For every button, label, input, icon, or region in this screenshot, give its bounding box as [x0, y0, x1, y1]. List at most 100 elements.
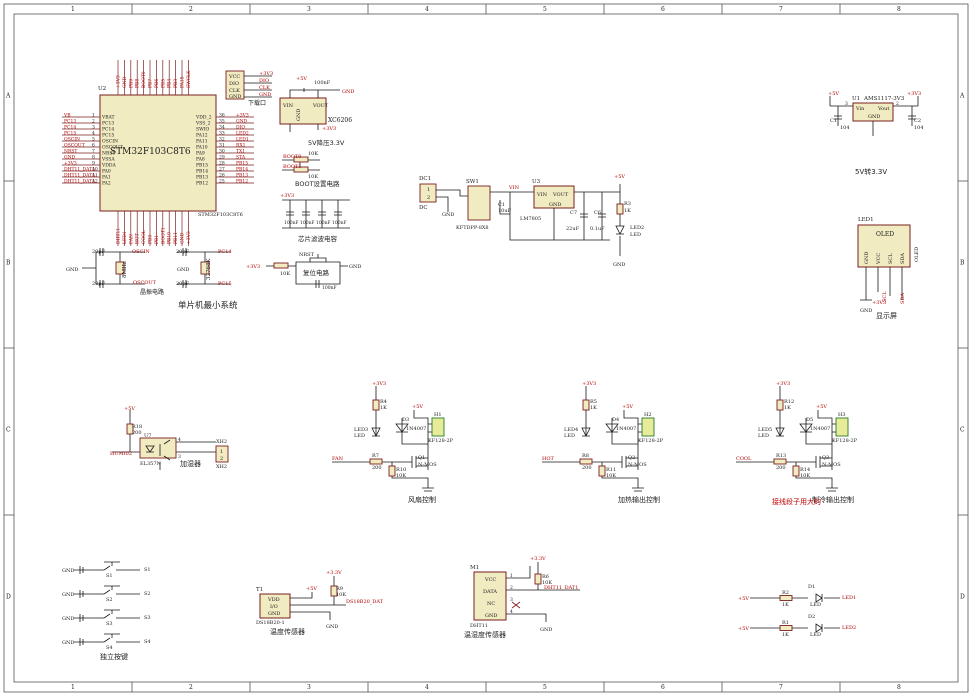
ds-pin-gnd: GND — [268, 611, 280, 617]
fan-mos: Q1 — [418, 455, 425, 461]
fan-led-icon — [371, 427, 381, 437]
debug-pin-4: GND — [229, 94, 241, 100]
humi-conn-pin-1: 1 — [220, 449, 223, 455]
fan-conn-val: KF128-2P — [428, 438, 454, 444]
debug-caption: 下载口 — [248, 99, 266, 107]
status-led-val-1: LED — [810, 602, 821, 608]
oled-net-vcc: +3V3 — [872, 300, 886, 306]
mcu-right-net-10: PB14 — [236, 167, 248, 173]
cooler-r-pull-val: 10K — [800, 473, 810, 479]
reset-caption: 复位电路 — [303, 268, 330, 277]
cooler-r-led-val: 1K — [784, 405, 791, 411]
crystal-rtc-freq: 32768K — [206, 258, 212, 280]
mcu-right-name-9: PB15 — [196, 163, 208, 169]
decoupling-cap-2: 100nF — [300, 220, 315, 226]
dht-pin-num-3: 3 — [510, 597, 513, 603]
fan-terminal — [431, 417, 445, 437]
mcu-top-net-1: +3V3 — [116, 75, 122, 88]
cooler-r-pull: R14 — [800, 467, 810, 473]
cooler-led: LED5 — [758, 427, 772, 433]
ams-net-in: +5V — [828, 91, 839, 97]
oled-caption: 显示屏 — [876, 312, 897, 320]
cooler-conn: H3 — [838, 412, 846, 418]
cooler-led-icon — [775, 427, 785, 437]
border-row-left-C: C — [6, 427, 11, 434]
decoupling-caps: +3V3 100nF 100nF 100nF 100nF 芯片滤波电容 — [280, 193, 350, 243]
decoupling-caption: 芯片滤波电容 — [298, 234, 338, 243]
humi-pin-3: 3 — [178, 454, 181, 460]
mcu-right-num-12: 25 — [219, 179, 225, 185]
dht-pin-vcc: VCC — [484, 577, 496, 583]
mcu-right-num-2: 35 — [219, 119, 225, 125]
border-col-bottom-6: 6 — [661, 684, 665, 691]
mcu-left-net-2: PC13 — [64, 119, 76, 125]
xc6206-regulator: VIN VOUT GND 100nF +5V +3V3 GND XC6206 5… — [279, 76, 354, 147]
reset-button: NRST — [299, 252, 315, 258]
humi-conn-pin-2: 2 — [220, 456, 223, 462]
mcu-chip — [99, 94, 217, 212]
xc6206-net-out: +3V3 — [322, 126, 336, 132]
boot-r2: 10K — [308, 174, 318, 180]
cooler-net-5v: +5V — [816, 404, 827, 410]
oled-pin-3: SCL — [888, 253, 894, 264]
mcu-left-num-9: 9 — [92, 161, 95, 167]
ams-c2-val: 104 — [914, 125, 924, 131]
cooler-mos-icon — [815, 456, 832, 468]
status-led-net-1: LED1 — [842, 595, 856, 601]
mcu-right-num-7: 30 — [219, 149, 225, 155]
mcu-right-name-11: PB13 — [196, 175, 208, 181]
crystal-net-gnd: GND — [66, 267, 78, 273]
mcu-left-net-4: PC15 — [64, 131, 76, 137]
mcu-left-num-1: 1 — [92, 113, 95, 119]
mcu-right-net-8: STA — [236, 155, 246, 161]
mcu-left-num-7: 7 — [92, 149, 95, 155]
mcu-bottom-net-9: PB10 — [167, 232, 173, 244]
dht-pin-num-2: 2 — [510, 585, 513, 591]
mcu-name: STM32F103C8T6 — [110, 147, 191, 157]
heater-pull-resistor — [598, 465, 606, 477]
key-icon — [74, 585, 140, 598]
humi-net-vcc: +5V — [124, 406, 135, 412]
mcu-left-net-7: NRST — [64, 149, 77, 155]
fan-diode-val: 1N4007 — [406, 426, 426, 432]
mcu-left-net-3: PC14 — [64, 125, 76, 131]
dht-caption: 温湿度传感器 — [464, 630, 506, 639]
crystal-caption: 晶振电路 — [140, 288, 164, 296]
border-row-right-C: C — [960, 427, 965, 434]
mcu-left-name-4: PC15 — [102, 133, 114, 139]
decoupling-cap-1: 100nF — [284, 220, 299, 226]
reg-ref: U3 — [532, 179, 541, 185]
border-col-top-1: 1 — [71, 6, 75, 13]
ams-net-out: +3V3 — [907, 91, 921, 97]
ams-c2: C2 — [914, 118, 921, 124]
border-col-top-5: 5 — [543, 6, 547, 13]
ams-c1-val: 104 — [840, 125, 850, 131]
ds-net-vcc2: +3.3V — [326, 570, 342, 576]
ams-pin-vout: Vout — [877, 106, 889, 112]
dht-pin-num-4: 4 — [510, 609, 513, 615]
key-gnd-4: GND — [62, 640, 74, 646]
boot-r1: 10K — [308, 151, 318, 157]
border-col-bottom-7: 7 — [779, 684, 783, 691]
mcu-left-num-12: 12 — [92, 179, 98, 185]
border-col-top-8: 8 — [897, 6, 901, 13]
cooler-led-resistor — [776, 399, 784, 411]
mcu-top-net-10: PB3 — [173, 79, 179, 88]
heater-r-pull-val: 10K — [606, 473, 616, 479]
dht-net-gnd: GND — [540, 627, 552, 633]
cout2-val: 0.1uF — [590, 226, 605, 232]
heater-gnd-symbol — [632, 487, 644, 492]
crystal-cap-2: 20pF — [92, 281, 106, 287]
cooler-diode: D5 — [806, 417, 813, 423]
power-cin-val: 10uF — [498, 208, 512, 214]
heater-mos-val: N-MOS — [628, 462, 647, 468]
heater-conn: H2 — [644, 412, 652, 418]
fan-led: LED3 — [354, 427, 368, 433]
mcu-left-num-5: 5 — [92, 137, 95, 143]
mcu-right-name-7: PA9 — [196, 151, 205, 157]
power-led-val: LED — [630, 232, 641, 238]
heater-r-base-val: 200 — [582, 465, 592, 471]
